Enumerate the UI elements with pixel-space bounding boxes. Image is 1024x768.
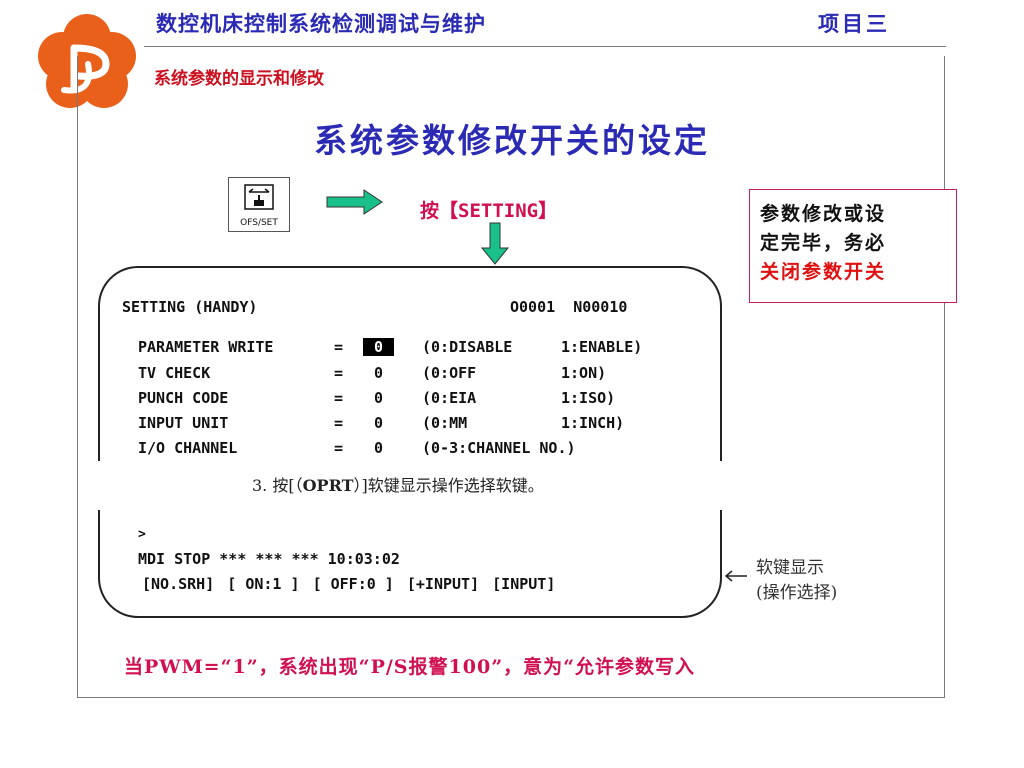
down-arrow-icon bbox=[480, 222, 510, 266]
setting-equals: = bbox=[334, 414, 344, 432]
pwm-alarm-note: 当PWM=“1”，系统出现“P/S报警100”，意为“允许参数写入 bbox=[124, 656, 696, 678]
setting-value: 0 bbox=[374, 364, 384, 382]
softkey-input: [INPUT] bbox=[492, 575, 556, 593]
setting-label: I/O CHANNEL bbox=[138, 439, 238, 457]
slide-title: 系统参数修改开关的设定 bbox=[314, 121, 710, 160]
setting-option-a: (0:OFF bbox=[422, 364, 477, 382]
setting-row-tv-check: TV CHECK = 0 (0:OFF 1:ON) bbox=[138, 364, 698, 386]
setting-equals: = bbox=[334, 439, 344, 457]
softkey-annotation-line-1: 软键显示 bbox=[756, 558, 824, 578]
setting-value: 0 bbox=[374, 389, 384, 407]
setting-equals: = bbox=[334, 389, 344, 407]
note-line-2: 定完毕，务必 bbox=[760, 232, 887, 254]
softkey-on: [ ON:1 ] bbox=[227, 575, 300, 593]
setting-row-io-channel: I/O CHANNEL = 0 (0-3:CHANNEL NO.) bbox=[138, 439, 698, 461]
setting-value-cursor: 0 bbox=[363, 338, 395, 356]
softkey-no-srh: [NO.SRH] bbox=[142, 575, 215, 593]
warning-note: 参数修改或设 定完毕，务必 关闭参数开关 bbox=[749, 189, 957, 303]
step-suffix: ）]软键显示操作选择软键。 bbox=[353, 476, 544, 495]
setting-option-a: (0:EIA bbox=[422, 389, 477, 407]
setting-equals: = bbox=[334, 338, 344, 356]
offset-setting-icon bbox=[244, 184, 274, 210]
setting-row-punch-code: PUNCH CODE = 0 (0:EIA 1:ISO) bbox=[138, 389, 698, 411]
note-line-3: 关闭参数开关 bbox=[760, 261, 887, 283]
softkey-bar: [NO.SRH] [ ON:1 ] [ OFF:0 ] [+INPUT] [IN… bbox=[142, 575, 559, 593]
softkey-plus-input: [+INPUT] bbox=[406, 575, 480, 593]
left-arrow-icon bbox=[723, 568, 749, 582]
screen-status-line: MDI STOP *** *** *** 10:03:02 bbox=[138, 550, 400, 568]
softkey-off: [ OFF:0 ] bbox=[312, 575, 394, 593]
ofs-set-key: OFS/SET bbox=[228, 177, 290, 232]
setting-row-parameter-write: PARAMETER WRITE = 0 (0:DISABLE 1:ENABLE) bbox=[138, 338, 698, 360]
step-key: OPRT bbox=[302, 476, 354, 495]
setting-option-a: (0:MM bbox=[422, 414, 468, 432]
setting-row-input-unit: INPUT UNIT = 0 (0:MM 1:INCH) bbox=[138, 414, 698, 436]
setting-label: TV CHECK bbox=[138, 364, 211, 382]
setting-option-b: 1:INCH) bbox=[561, 414, 625, 432]
project-label: 项目三 bbox=[818, 11, 890, 36]
setting-option-a: (0:DISABLE bbox=[422, 338, 513, 356]
setting-value: 0 bbox=[374, 414, 384, 432]
step-instruction: 3. 按[（OPRT）]软键显示操作选择软键。 bbox=[252, 472, 544, 496]
step-prefix: 3. 按[（ bbox=[252, 476, 303, 495]
setting-option-b: 1:ON) bbox=[561, 364, 607, 382]
setting-label: PUNCH CODE bbox=[138, 389, 229, 407]
screen-header-right: O0001 N00010 bbox=[510, 298, 628, 316]
setting-equals: = bbox=[334, 364, 344, 382]
right-arrow-icon bbox=[326, 188, 384, 216]
screen-header-left: SETTING (HANDY) bbox=[122, 298, 258, 316]
setting-option-b: 1:ISO) bbox=[561, 389, 616, 407]
setting-value: 0 bbox=[374, 439, 384, 457]
content-frame bbox=[77, 56, 945, 698]
screen-frame-bottom bbox=[98, 510, 722, 618]
setting-option-a: (0-3:CHANNEL NO.) bbox=[422, 439, 576, 457]
screen-prompt: > bbox=[138, 527, 146, 542]
header-divider bbox=[144, 46, 946, 47]
softkey-annotation: 软键显示 (操作选择) bbox=[756, 556, 837, 606]
key-label: OFS/SET bbox=[240, 218, 278, 228]
course-title: 数控机床控制系统检测调试与维护 bbox=[156, 11, 486, 36]
softkey-annotation-line-2: (操作选择) bbox=[756, 583, 838, 603]
setting-label: INPUT UNIT bbox=[138, 414, 229, 432]
screen-frame-top bbox=[98, 266, 722, 461]
flower-logo-icon bbox=[38, 14, 136, 108]
section-subtitle: 系统参数的显示和修改 bbox=[154, 69, 324, 89]
logo bbox=[34, 14, 140, 110]
note-line-1: 参数修改或设 bbox=[760, 203, 887, 225]
setting-option-b: 1:ENABLE) bbox=[561, 338, 643, 356]
press-setting-label: 按【SETTING】 bbox=[420, 200, 558, 222]
setting-label: PARAMETER WRITE bbox=[138, 338, 274, 356]
